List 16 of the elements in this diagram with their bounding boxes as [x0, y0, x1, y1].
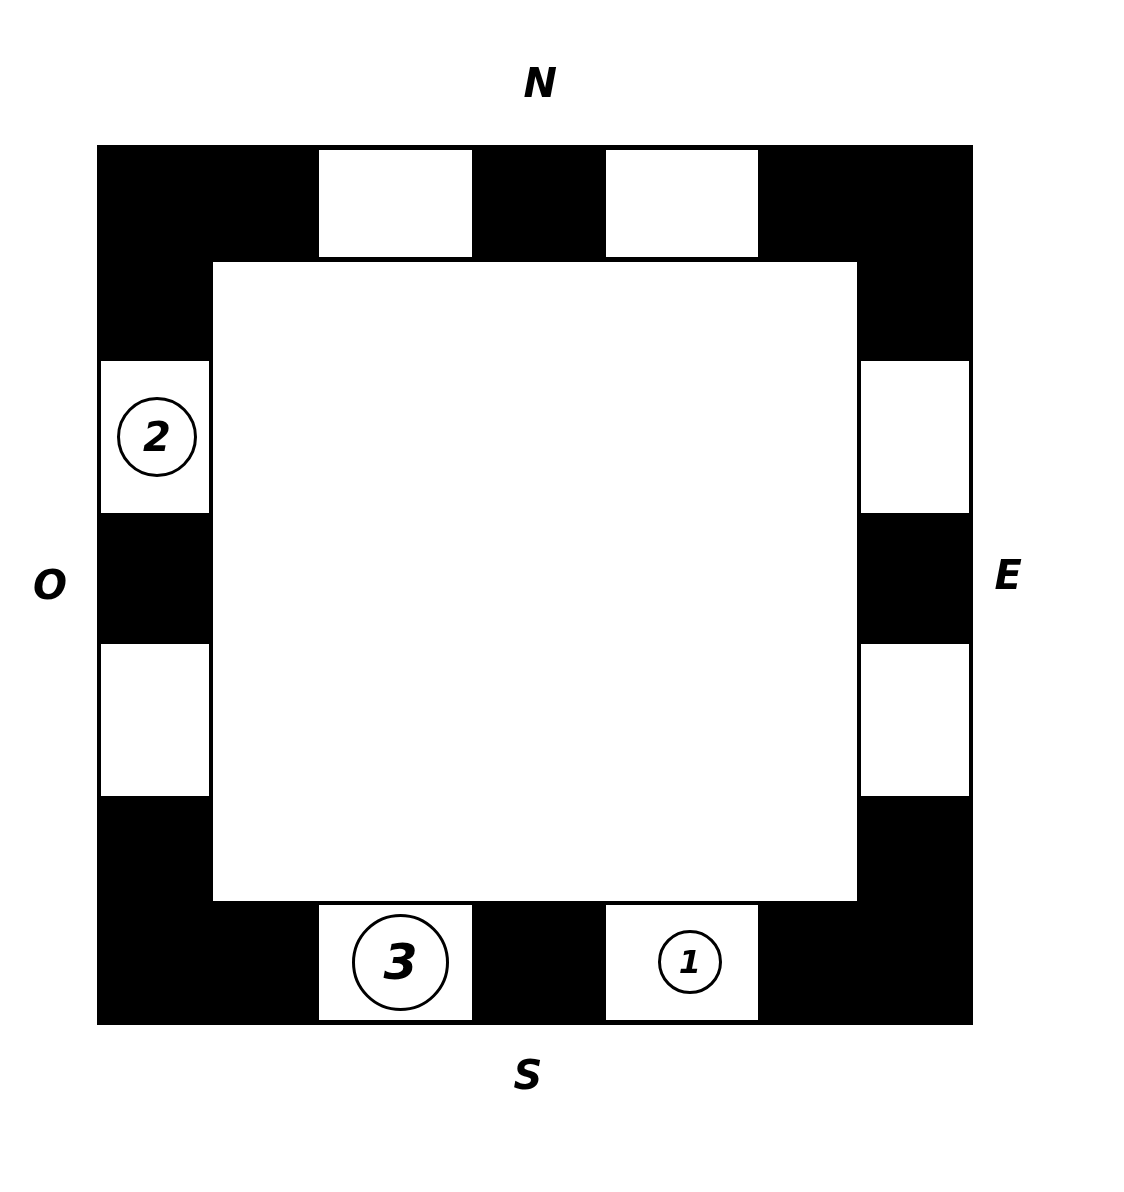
seat-box [606, 150, 758, 257]
seat-box [101, 644, 209, 796]
numbered-circle: 3 [352, 914, 449, 1011]
seat-box [606, 905, 758, 1020]
compass-label: N [523, 63, 557, 103]
seat-box [319, 150, 472, 257]
table-frame [97, 145, 973, 1025]
seat-box [861, 361, 969, 513]
compass-label: S [513, 1055, 543, 1095]
numbered-circle: 1 [658, 930, 722, 994]
compass-label: E [994, 555, 1022, 595]
seat-box [319, 905, 472, 1020]
seat-box [861, 644, 969, 796]
compass-label: O [33, 565, 67, 605]
seat-box [101, 361, 209, 513]
numbered-circle: 2 [117, 397, 197, 477]
